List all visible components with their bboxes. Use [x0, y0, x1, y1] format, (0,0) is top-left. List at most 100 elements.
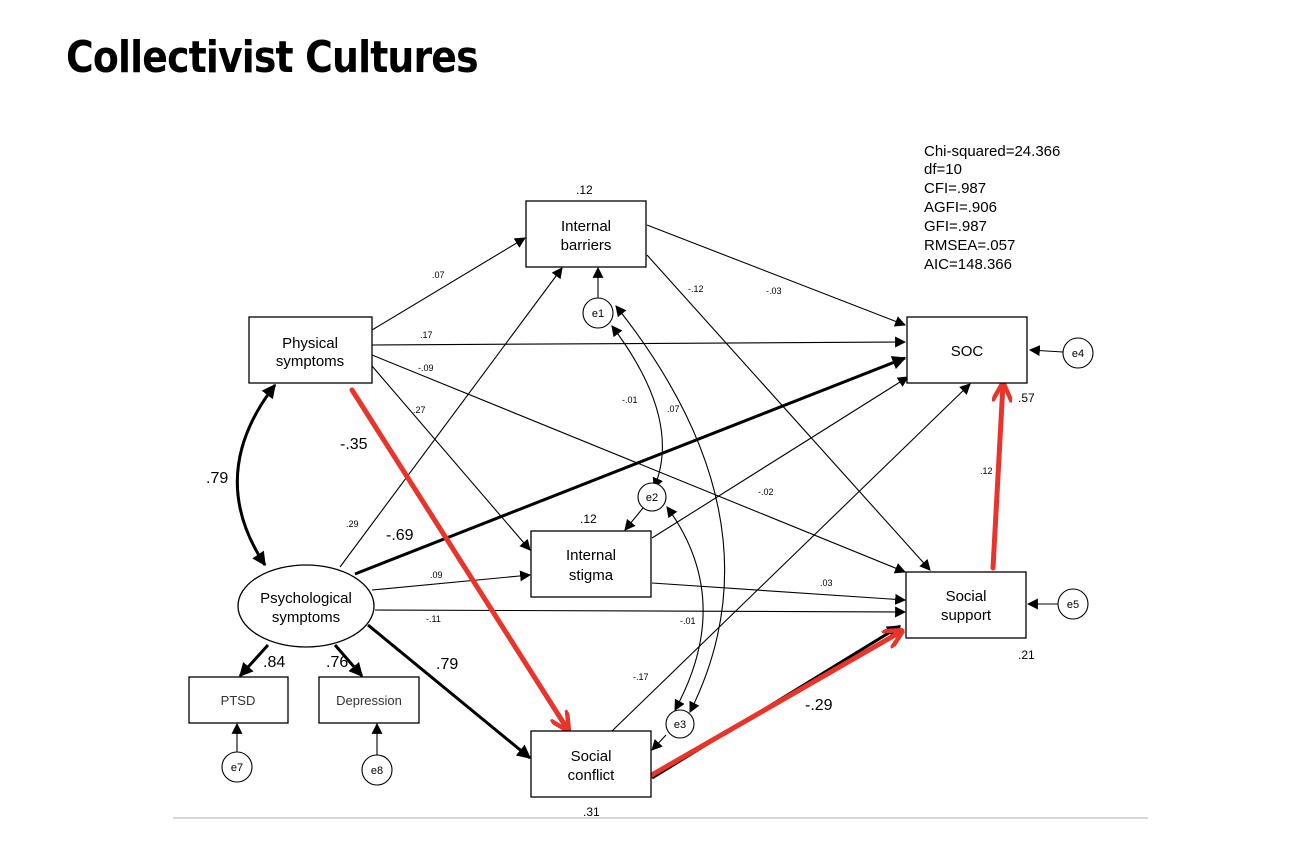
path-e2-stigma	[624, 507, 644, 531]
path-psych-barriers	[339, 267, 563, 568]
error-label: e4	[1072, 348, 1084, 360]
node-internal-stigma: Internal stigma	[530, 530, 652, 598]
coef-psych-depression: .76	[326, 654, 348, 671]
path-psych-stigma	[371, 570, 532, 591]
node-label: Internal	[561, 218, 611, 235]
node-label: Depression	[336, 693, 402, 708]
fit-index: RMSEA=.057	[924, 237, 1015, 254]
coef-phys-psych-corr: .79	[206, 470, 228, 487]
error-e1: e1	[582, 297, 614, 329]
node-social-support: Social support	[905, 571, 1027, 639]
r2-social-conflict: .31	[583, 805, 600, 819]
coef-e1-e2: -.01	[622, 395, 638, 405]
coef-conflict-soc: -.17	[633, 672, 649, 682]
path-psych-conflict	[367, 623, 532, 760]
r2-social-support: .21	[1018, 648, 1035, 662]
node-label: support	[941, 607, 992, 624]
coef-stigma-soc: -.02	[758, 487, 774, 497]
node-label: stigma	[569, 567, 614, 584]
node-label: PTSD	[221, 693, 256, 708]
path-stigma-support	[651, 582, 907, 605]
path-psych-ptsd	[238, 643, 270, 678]
path-barriers-soc	[646, 224, 907, 327]
r2-soc: .57	[1018, 391, 1035, 405]
slide-title: Collectivist Cultures	[66, 32, 479, 83]
node-label: SOC	[951, 343, 984, 360]
coef-conflict-support: -.29	[805, 697, 833, 714]
node-label: Psychological	[260, 590, 352, 607]
r2-internal-stigma: .12	[580, 512, 597, 526]
node-depression: Depression	[318, 676, 420, 724]
path-conflict-soc	[611, 383, 971, 732]
coef-psych-support: -.11	[426, 614, 441, 624]
coef-psych-ptsd: .84	[263, 654, 285, 671]
coef-stigma-support: .03	[820, 578, 833, 588]
node-label: Physical	[282, 335, 338, 352]
coef-phys-support: -.09	[418, 363, 434, 373]
highlight-support-soc	[990, 384, 1003, 571]
error-e5: e5	[1057, 588, 1089, 620]
fit-index: AGFI=.906	[924, 199, 997, 216]
fit-index: Chi-squared=24.366	[924, 143, 1060, 160]
error-label: e1	[592, 308, 604, 320]
error-label: e5	[1067, 599, 1079, 611]
coef-phys-stigma: .27	[413, 405, 426, 415]
node-label: symptoms	[276, 353, 344, 370]
fit-index: CFI=.987	[924, 180, 986, 197]
coef-e1-e3: .07	[667, 404, 680, 414]
fit-index: GFI=.987	[924, 218, 987, 235]
coef-psych-soc: -.69	[386, 527, 414, 544]
node-ptsd: PTSD	[188, 676, 289, 724]
node-label: barriers	[561, 237, 612, 254]
node-internal-barriers: Internal barriers	[525, 200, 647, 268]
path-psych-support	[374, 606, 907, 618]
coef-psych-barriers: .29	[346, 519, 359, 529]
path-stigma-soc	[651, 376, 909, 539]
error-e8: e8	[361, 754, 393, 786]
path-barriers-support	[646, 254, 931, 571]
coef-barriers-soc: -.03	[766, 286, 782, 296]
node-label: Internal	[566, 547, 616, 564]
path-phys-stigma	[371, 365, 531, 551]
path-phys-soc	[371, 336, 907, 348]
coef-psych-stigma: .09	[430, 570, 443, 580]
coef-phys-conflict: -.35	[340, 436, 368, 453]
path-phys-psych-correlation	[235, 383, 277, 567]
coef-support-soc: .12	[980, 466, 993, 476]
path-coefficients: .07 .17 -.09 .27 -.35 .79 .29 -.69 .09 -…	[206, 270, 993, 714]
error-label: e3	[674, 719, 686, 731]
coef-e2-e3: -.01	[680, 616, 696, 626]
paths-highlighted	[349, 384, 1003, 779]
node-label: conflict	[568, 767, 616, 784]
error-label: e7	[231, 762, 243, 774]
node-psychological-symptoms: Psychological symptoms	[237, 564, 375, 648]
coef-phys-barriers: .07	[432, 270, 445, 280]
coef-phys-soc: .17	[420, 330, 433, 340]
path-phys-barriers	[371, 237, 526, 331]
fit-index: AIC=148.366	[924, 256, 1012, 273]
error-label: e2	[646, 492, 658, 504]
path-e2-e3-covariance	[666, 506, 704, 711]
error-e4: e4	[1062, 337, 1094, 369]
svg-text:SOC: SOC	[951, 343, 984, 360]
fit-index: df=10	[924, 161, 962, 178]
node-label: symptoms	[272, 609, 340, 626]
fit-indices: Chi-squared=24.366 df=10 CFI=.987 AGFI=.…	[924, 143, 1060, 273]
path-e1-e3-covariance	[615, 305, 726, 713]
error-e2: e2	[637, 482, 667, 512]
error-e7: e7	[221, 751, 253, 783]
node-label: Social	[946, 588, 987, 605]
highlight-phys-conflict	[349, 387, 568, 730]
r2-internal-barriers: .12	[576, 183, 593, 197]
node-soc: SOC	[906, 316, 1028, 384]
path-psych-depression	[333, 644, 364, 678]
coef-psych-conflict: .79	[436, 656, 458, 673]
error-e3: e3	[665, 709, 695, 739]
